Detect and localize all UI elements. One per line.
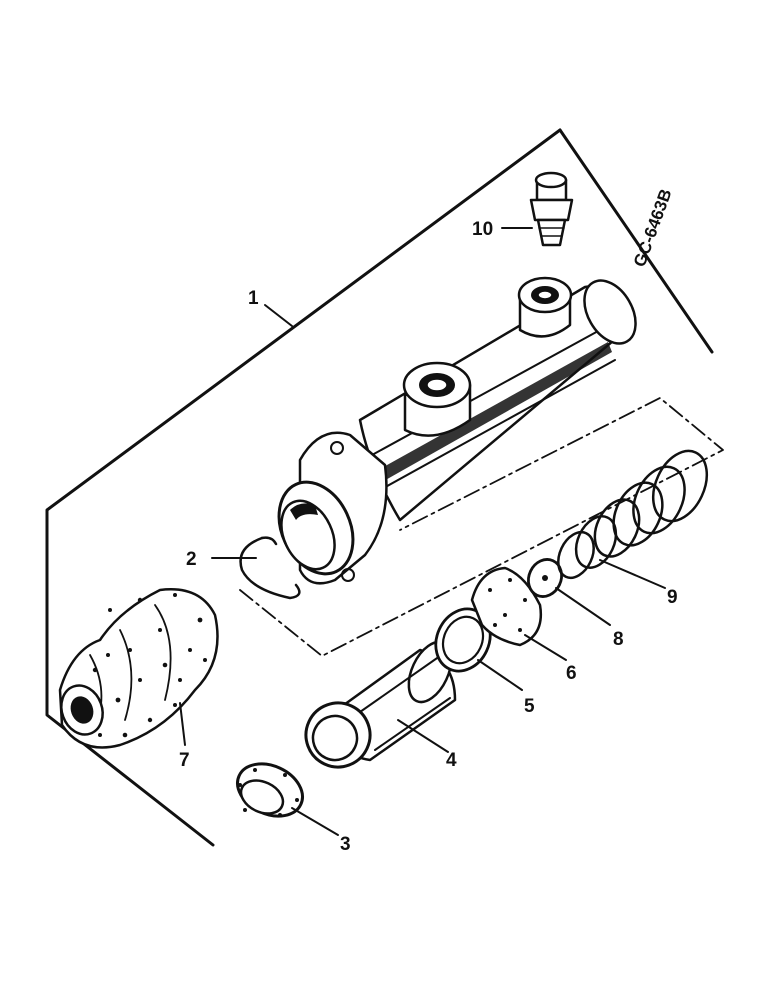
callout-2: 2: [186, 549, 197, 570]
internal-parts-group-outline: [239, 397, 724, 657]
callout-8: 8: [613, 629, 624, 650]
bleed-valve: [529, 171, 574, 247]
return-spring: [557, 449, 709, 580]
secondary-seal: [470, 566, 543, 647]
assembly-bracket-outline: [45, 128, 714, 847]
rubber-boot: [58, 588, 219, 749]
callout-3: 3: [340, 834, 351, 855]
callout-9: 9: [667, 587, 678, 608]
washer: [434, 607, 492, 673]
spring-seat: [527, 558, 563, 598]
leader-lines: [179, 227, 666, 836]
figure-code: GC-6463B: [630, 187, 676, 270]
callout-4: 4: [446, 750, 457, 771]
callout-6: 6: [566, 663, 577, 684]
callout-labels: 1 2 3 4 5 6 7 8 9 10: [179, 219, 678, 855]
callout-7: 7: [179, 750, 190, 771]
piston-seal: [236, 762, 304, 818]
callout-5: 5: [524, 696, 535, 717]
circlip: [239, 536, 301, 600]
callout-1: 1: [248, 288, 259, 309]
callout-10: 10: [472, 219, 493, 240]
piston: [304, 640, 457, 769]
master-cylinder-body: [277, 276, 637, 585]
